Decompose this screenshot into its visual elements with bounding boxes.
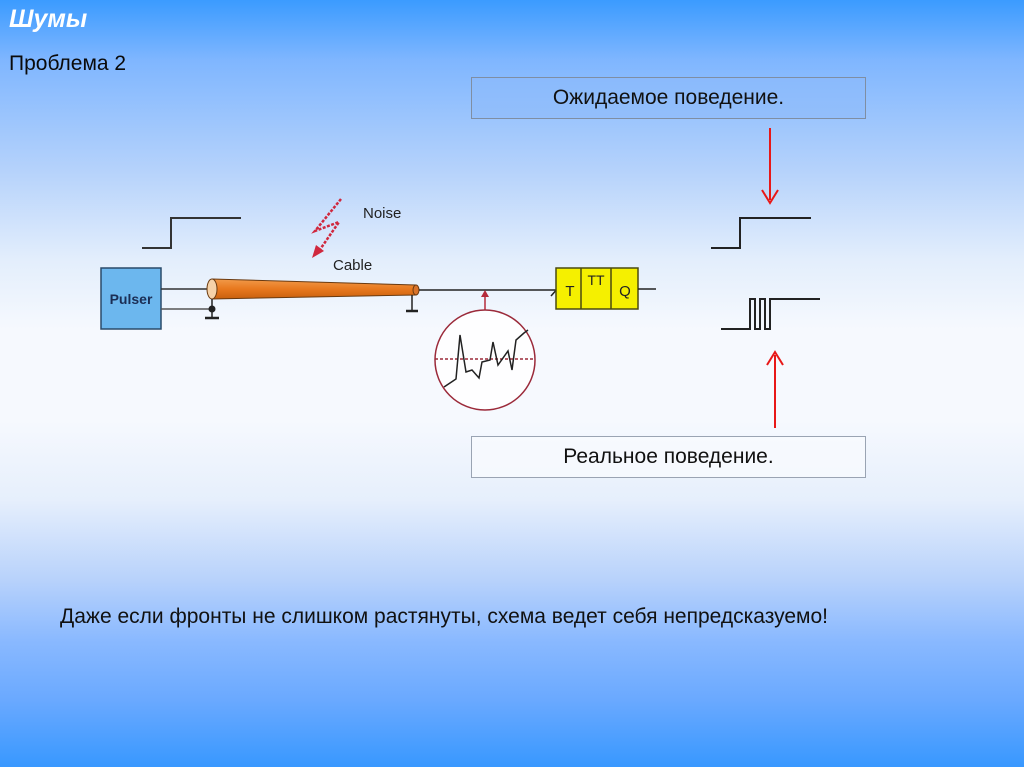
noise-label: Noise [363, 205, 401, 222]
real-behavior-box: Реальное поведение. [471, 436, 866, 478]
noise-scope-inset [434, 309, 536, 411]
ground-symbol-right [406, 295, 418, 313]
pulser-label: Pulser [110, 291, 153, 307]
expected-behavior-box: Ожидаемое поведение. [471, 77, 866, 119]
expected-arrow-icon [761, 128, 779, 205]
conclusion-text: Даже если фронты не слишком растянуты, с… [60, 605, 828, 628]
cable [206, 278, 420, 300]
expected-step-waveform [711, 217, 811, 249]
t-flipflop: T TT Q [555, 267, 639, 310]
slide-title: Шумы [9, 5, 88, 33]
slide-subtitle: Проблема 2 [9, 52, 127, 75]
pulser-block: Pulser [100, 267, 162, 330]
ground-symbol-left [205, 299, 219, 320]
input-step-waveform [142, 217, 241, 249]
probe-arrow-icon [481, 290, 489, 310]
real-behavior-label: Реальное поведение. [563, 445, 774, 468]
noise-lightning-icon [311, 198, 343, 258]
cable-label: Cable [333, 257, 372, 274]
real-noisy-waveform [721, 298, 820, 330]
real-arrow-icon [766, 350, 784, 428]
flipflop-type-tt: TT [587, 272, 605, 288]
flipflop-output-q: Q [619, 283, 631, 300]
flipflop-input-t: T [565, 283, 574, 300]
expected-behavior-label: Ожидаемое поведение. [552, 86, 785, 109]
